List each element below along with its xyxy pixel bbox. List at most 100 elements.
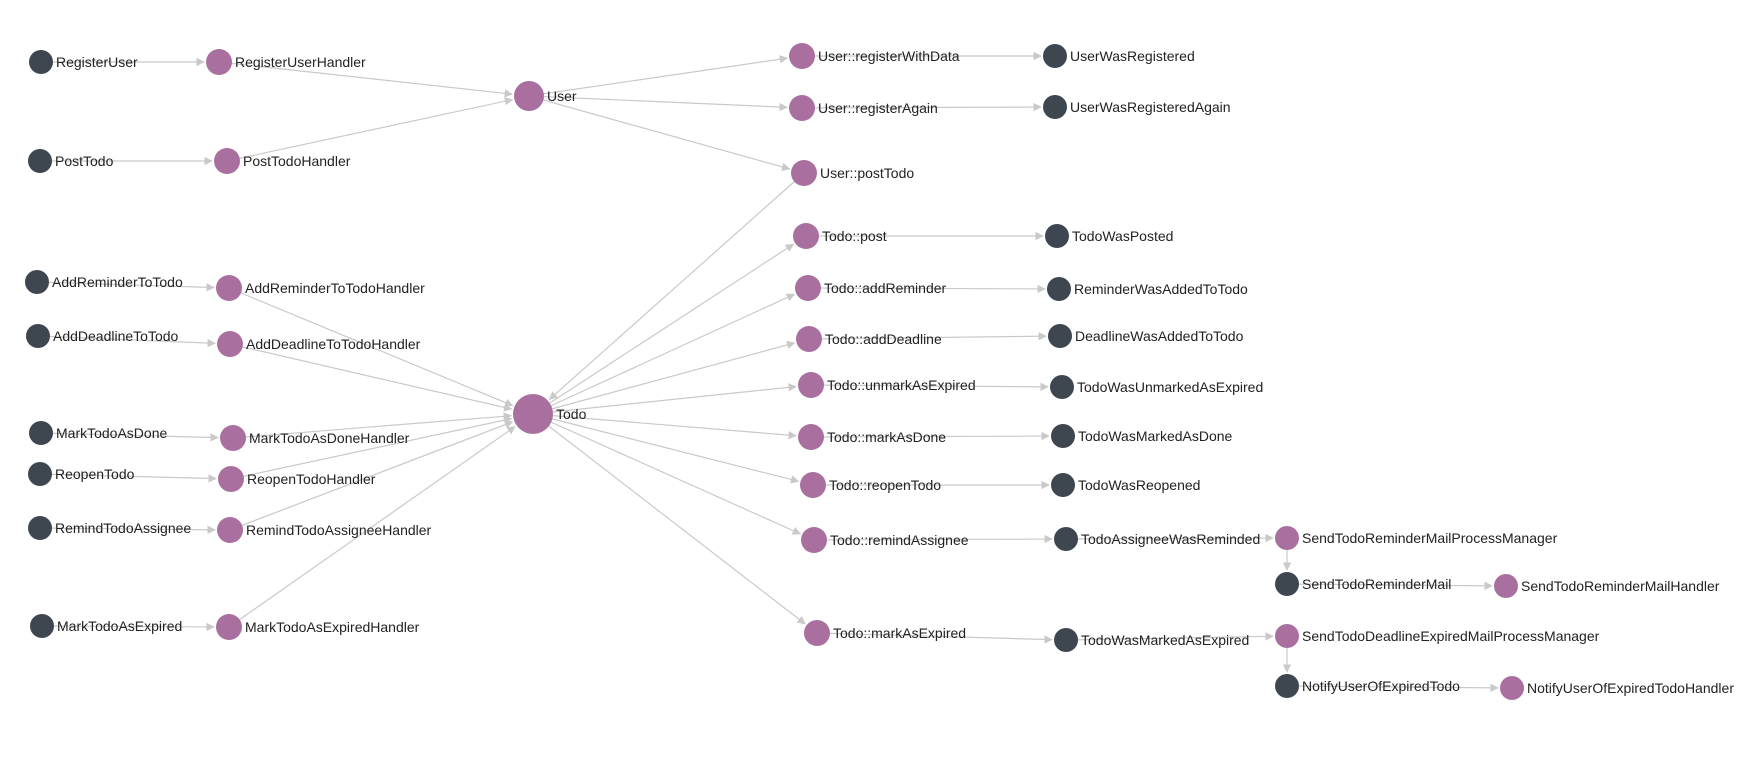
node-user[interactable]: User (514, 81, 577, 111)
edge-todo-add-reminder-to-reminder-was-added-to-todo (807, 284, 1046, 294)
node-dot-message[interactable] (1051, 424, 1075, 448)
node-dot-handler[interactable] (218, 466, 244, 492)
node-dot-handler[interactable] (798, 372, 824, 398)
node-notify-user-of-expired-todo[interactable]: NotifyUserOfExpiredTodo (1275, 674, 1460, 698)
node-todo-unmark-as-expired[interactable]: Todo::unmarkAsExpired (798, 372, 976, 398)
node-dot-handler[interactable] (798, 424, 824, 450)
node-user-register-with-data[interactable]: User::registerWithData (789, 43, 960, 69)
node-dot-handler[interactable] (216, 275, 242, 301)
node-add-deadline-to-todo-handler[interactable]: AddDeadlineToTodoHandler (217, 331, 421, 357)
edge-todo-to-todo-remind-assignee (532, 413, 802, 535)
node-post-todo-handler[interactable]: PostTodoHandler (214, 148, 351, 174)
node-post-todo[interactable]: PostTodo (28, 149, 114, 173)
node-deadline-was-added-to-todo[interactable]: DeadlineWasAddedToTodo (1048, 324, 1244, 348)
node-add-reminder-to-todo-handler[interactable]: AddReminderToTodoHandler (216, 275, 425, 301)
node-dot-handler[interactable] (1275, 526, 1299, 550)
node-dot-message[interactable] (28, 462, 52, 486)
node-dot-handler[interactable] (801, 527, 827, 553)
node-todo-mark-as-done[interactable]: Todo::markAsDone (798, 424, 946, 450)
node-label: TodoWasUnmarkedAsExpired (1077, 379, 1263, 395)
node-dot-handler[interactable] (514, 81, 544, 111)
node-todo-add-reminder[interactable]: Todo::addReminder (795, 275, 947, 301)
node-send-todo-reminder-mail-handler[interactable]: SendTodoReminderMailHandler (1494, 574, 1720, 598)
node-dot-handler[interactable] (800, 472, 826, 498)
node-todo-was-reopened[interactable]: TodoWasReopened (1051, 473, 1200, 497)
node-dot-handler[interactable] (216, 614, 242, 640)
node-label: RegisterUserHandler (235, 54, 366, 70)
node-dot-message[interactable] (1045, 224, 1069, 248)
node-dot-message[interactable] (25, 270, 49, 294)
node-dot-message[interactable] (30, 614, 54, 638)
node-send-todo-reminder-mail[interactable]: SendTodoReminderMail (1275, 572, 1451, 596)
node-dot-message[interactable] (29, 50, 53, 74)
node-dot-handler[interactable] (791, 160, 817, 186)
node-dot-handler[interactable] (804, 620, 830, 646)
edge-todo-to-todo-reopen-todo (532, 413, 800, 484)
node-send-todo-deadline-expired-mail-process-manager[interactable]: SendTodoDeadlineExpiredMailProcessManage… (1275, 624, 1600, 648)
node-dot-handler[interactable] (214, 148, 240, 174)
node-dot-handler[interactable] (217, 331, 243, 357)
node-dot-handler[interactable] (789, 95, 815, 121)
node-reopen-todo-handler[interactable]: ReopenTodoHandler (218, 466, 376, 492)
node-todo[interactable]: Todo (513, 394, 587, 434)
node-user-was-registered-again[interactable]: UserWasRegisteredAgain (1043, 95, 1231, 119)
node-dot-message[interactable] (1054, 628, 1078, 652)
node-dot-handler[interactable] (1275, 624, 1299, 648)
node-dot-message[interactable] (1275, 572, 1299, 596)
node-todo-assignee-was-reminded[interactable]: TodoAssigneeWasReminded (1054, 527, 1260, 551)
node-register-user-handler[interactable]: RegisterUserHandler (206, 49, 366, 75)
node-label: Todo::unmarkAsExpired (827, 377, 976, 393)
node-todo-was-posted[interactable]: TodoWasPosted (1045, 224, 1173, 248)
node-dot-handler[interactable] (789, 43, 815, 69)
node-dot-message[interactable] (28, 149, 52, 173)
edge-add-reminder-to-todo-to-add-reminder-to-todo-handler (36, 281, 215, 292)
node-todo-was-unmarked-as-expired[interactable]: TodoWasUnmarkedAsExpired (1050, 375, 1263, 399)
node-todo-was-marked-as-done[interactable]: TodoWasMarkedAsDone (1051, 424, 1233, 448)
node-notify-user-of-expired-todo-handler[interactable]: NotifyUserOfExpiredTodoHandler (1500, 676, 1734, 700)
node-send-todo-reminder-mail-process-manager[interactable]: SendTodoReminderMailProcessManager (1275, 526, 1558, 550)
node-remind-todo-assignee-handler[interactable]: RemindTodoAssigneeHandler (217, 517, 432, 543)
node-user-register-again[interactable]: User::registerAgain (789, 95, 938, 121)
node-add-reminder-to-todo[interactable]: AddReminderToTodo (25, 270, 183, 294)
node-reminder-was-added-to-todo[interactable]: ReminderWasAddedToTodo (1047, 277, 1248, 301)
node-dot-message[interactable] (1043, 44, 1067, 68)
node-add-deadline-to-todo[interactable]: AddDeadlineToTodo (26, 324, 179, 348)
node-dot-handler[interactable] (795, 275, 821, 301)
node-dot-message[interactable] (1054, 527, 1078, 551)
node-dot-message[interactable] (1048, 324, 1072, 348)
node-todo-remind-assignee[interactable]: Todo::remindAssignee (801, 527, 969, 553)
node-dot-message[interactable] (28, 516, 52, 540)
node-register-user[interactable]: RegisterUser (29, 50, 138, 74)
node-mark-todo-as-expired[interactable]: MarkTodoAsExpired (30, 614, 182, 638)
node-dot-message[interactable] (29, 421, 53, 445)
node-dot-message[interactable] (1275, 674, 1299, 698)
node-todo-mark-as-expired[interactable]: Todo::markAsExpired (804, 620, 966, 646)
node-dot-message[interactable] (1051, 473, 1075, 497)
node-user-was-registered[interactable]: UserWasRegistered (1043, 44, 1195, 68)
node-dot-message[interactable] (26, 324, 50, 348)
node-todo-add-deadline[interactable]: Todo::addDeadline (796, 326, 942, 352)
node-mark-todo-as-done[interactable]: MarkTodoAsDone (29, 421, 167, 445)
node-dot-handler[interactable] (513, 394, 553, 434)
node-label: MarkTodoAsDone (56, 425, 167, 441)
node-mark-todo-as-expired-handler[interactable]: MarkTodoAsExpiredHandler (216, 614, 420, 640)
node-dot-handler[interactable] (793, 223, 819, 249)
node-dot-handler[interactable] (220, 425, 246, 451)
node-dot-handler[interactable] (217, 517, 243, 543)
node-todo-was-marked-as-expired[interactable]: TodoWasMarkedAsExpired (1054, 628, 1249, 652)
node-dot-message[interactable] (1050, 375, 1074, 399)
node-reopen-todo[interactable]: ReopenTodo (28, 462, 135, 486)
node-dot-message[interactable] (1047, 277, 1071, 301)
node-mark-todo-as-done-handler[interactable]: MarkTodoAsDoneHandler (220, 425, 410, 451)
node-todo-post[interactable]: Todo::post (793, 223, 887, 249)
node-dot-handler[interactable] (1500, 676, 1524, 700)
node-label: AddDeadlineToTodo (53, 328, 179, 344)
node-dot-handler[interactable] (796, 326, 822, 352)
node-dot-handler[interactable] (1494, 574, 1518, 598)
node-dot-message[interactable] (1043, 95, 1067, 119)
node-todo-reopen-todo[interactable]: Todo::reopenTodo (800, 472, 941, 498)
node-remind-todo-assignee[interactable]: RemindTodoAssignee (28, 516, 191, 540)
node-dot-handler[interactable] (206, 49, 232, 75)
node-label: UserWasRegistered (1070, 48, 1195, 64)
node-user-post-todo[interactable]: User::postTodo (791, 160, 914, 186)
